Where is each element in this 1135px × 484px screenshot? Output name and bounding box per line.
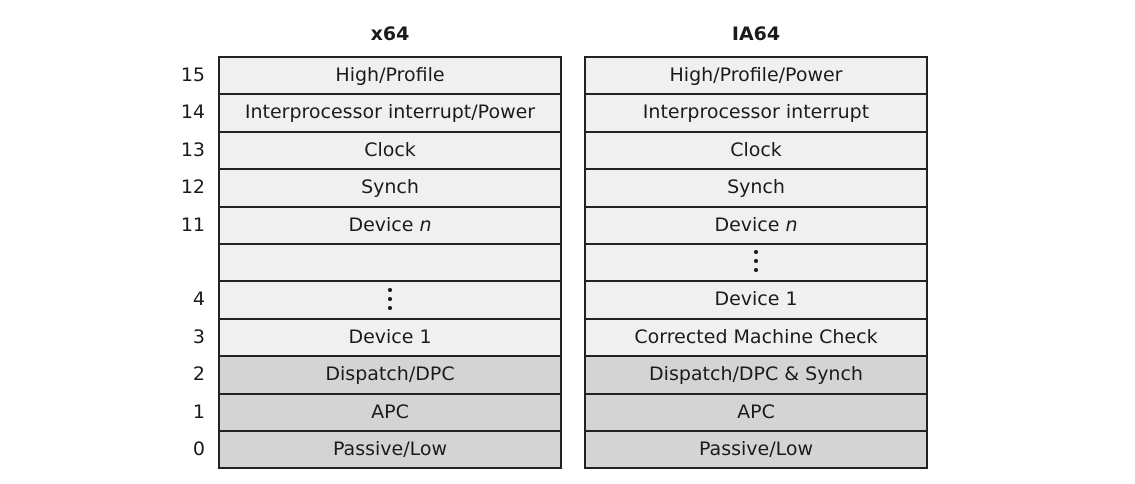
irql-cell-label: Synch [727, 176, 785, 199]
ia64-irql-cell: Clock [586, 132, 926, 169]
irql-cell-label: Passive/Low [332, 437, 448, 460]
irql-cell-italic-suffix: n [419, 213, 432, 236]
irql-level-label: 1 [192, 400, 205, 423]
ia64-irql-cell: Corrected Machine Check [586, 319, 926, 356]
ia64-irql-cell: Dispatch/DPC & Synch [586, 357, 926, 393]
irql-level-label: 12 [180, 176, 205, 199]
irql-cell-label: Clock [364, 138, 416, 161]
vertical-ellipsis-icon [388, 287, 392, 310]
x64-irql-cell: APC [220, 394, 560, 430]
irql-cell-label: Device [714, 213, 786, 236]
x64-irql-cell: Device 1 [220, 319, 560, 356]
irql-level-label: 3 [192, 325, 205, 348]
irql-level-label [150, 244, 205, 281]
irql-level-labels: 15 14 13 12 11 4 3 2 1 0 [150, 57, 205, 468]
ia64-irql-cell: Device n [586, 207, 926, 243]
x64-irql-cell: High/Profile [220, 58, 560, 94]
irql-cell-label: Interprocessor interrupt/Power [244, 101, 536, 124]
irql-cell-label: Clock [730, 138, 782, 161]
irql-cell-label: Device 1 [714, 288, 798, 311]
irql-level-label: 2 [192, 363, 205, 386]
ia64-irql-cell: High/Profile/Power [586, 58, 926, 94]
irql-cell-label: Dispatch/DPC & Synch [649, 363, 863, 386]
irql-cell-label: Passive/Low [698, 437, 814, 460]
x64-irql-cell [220, 282, 560, 318]
ia64-column-title: IA64 [731, 23, 781, 45]
ia64-irql-cell: Passive/Low [586, 431, 926, 468]
ia64-irql-cell: Synch [586, 170, 926, 206]
x64-irql-cell: Interprocessor interrupt/Power [220, 95, 560, 131]
irql-level-label: 15 [180, 64, 205, 86]
irql-cell-label: High/Profile/Power [669, 64, 843, 86]
irql-cell-italic-suffix: n [785, 213, 798, 236]
irql-level-label: 14 [180, 101, 205, 124]
ia64-irql-cell [586, 244, 926, 281]
irql-cell-label: Synch [361, 176, 419, 199]
x64-irql-cell: Device n [220, 207, 560, 243]
ia64-irql-cell: Device 1 [586, 282, 926, 318]
x64-irql-cell: Dispatch/DPC [220, 357, 560, 393]
irql-cell-label: Dispatch/DPC [325, 363, 455, 386]
irql-cell-label: Corrected Machine Check [634, 325, 878, 348]
irql-level-label: 13 [180, 138, 205, 161]
irql-cell-label: Device [348, 213, 420, 236]
x64-column-title: x64 [370, 23, 410, 45]
x64-irql-cell: Clock [220, 132, 560, 169]
irql-cell-label: APC [371, 400, 409, 423]
irql-level-label: 0 [192, 437, 205, 460]
irql-level-label: 11 [180, 213, 205, 236]
irql-level-label: 4 [192, 288, 205, 311]
x64-irql-cell: Synch [220, 170, 560, 206]
irql-cell-label: APC [737, 400, 775, 423]
irql-cell-label: Device 1 [348, 325, 432, 348]
ia64-irql-cell: APC [586, 394, 926, 430]
ia64-irql-cell: Interprocessor interrupt [586, 95, 926, 131]
x64-irql-cell: Passive/Low [220, 431, 560, 468]
irql-cell-label: Interprocessor interrupt [642, 101, 870, 124]
x64-irql-cell [220, 244, 560, 281]
vertical-ellipsis-icon [754, 250, 758, 273]
irql-cell-label: High/Profile [335, 64, 445, 86]
